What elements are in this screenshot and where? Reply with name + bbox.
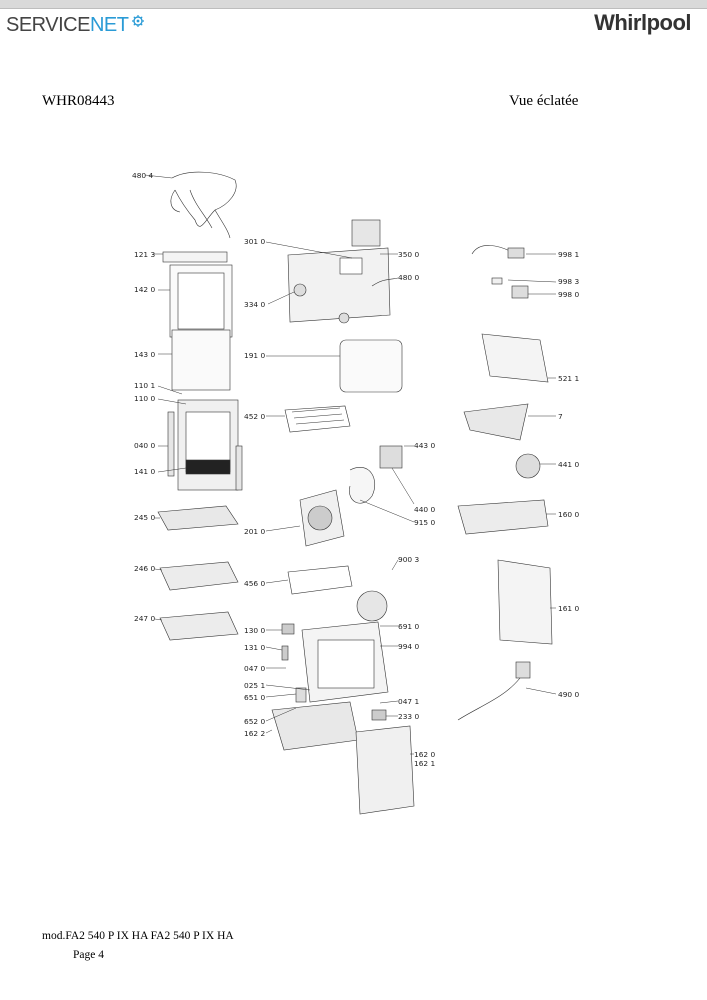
part-label: 452 0	[244, 412, 265, 421]
part-label: 998 0	[558, 290, 579, 299]
part-label: 443 0	[414, 441, 435, 450]
footer-model-line: mod.FA2 540 P IX HA FA2 540 P IX HA	[42, 930, 234, 942]
part-label: 201 0	[244, 527, 265, 536]
part-label: 191 0	[244, 351, 265, 360]
part-label: 350 0	[398, 250, 419, 259]
part-label: 121 3	[134, 250, 155, 259]
header-top-bar	[0, 0, 707, 8]
exploded-view-diagram: 480 4 301 0 350 0 480 0 334 0 121 3 142 …	[132, 171, 579, 815]
part-label: 143 0	[134, 350, 155, 359]
page-number: Page 4	[73, 949, 104, 961]
part-label: 142 0	[134, 285, 155, 294]
servicenet-logo-text-a: SERVICE	[6, 14, 90, 36]
part-label: 246 0	[134, 564, 155, 573]
part-label: 441 0	[558, 460, 579, 469]
part-label: 480 0	[398, 273, 419, 282]
part-label: 161 0	[558, 604, 579, 613]
part-label: 040 0	[134, 441, 155, 450]
part-label: 301 0	[244, 237, 265, 246]
part-label: 047 1	[398, 697, 419, 706]
gear-icon	[132, 15, 145, 27]
part-label: 998 3	[558, 277, 579, 286]
servicenet-logo-text-b: NET	[89, 14, 129, 36]
part-label: 480 4	[132, 171, 153, 180]
part-label: 141 0	[134, 467, 155, 476]
part-label: 162 1	[414, 759, 435, 768]
part-label: 162 0	[414, 750, 435, 759]
whirlpool-logo-text: Whirlpool	[594, 10, 691, 35]
part-label: 456 0	[244, 579, 265, 588]
part-label: 130 0	[244, 626, 265, 635]
part-label: 160 0	[558, 510, 579, 519]
part-label: 247 0	[134, 614, 155, 623]
part-label: 047 0	[244, 664, 265, 673]
part-label: 651 0	[244, 693, 265, 702]
whirlpool-logo: Whirlpool	[594, 10, 691, 36]
model-code: WHR08443	[42, 93, 115, 109]
part-label: 245 0	[134, 513, 155, 522]
part-label: 334 0	[244, 300, 265, 309]
part-label: 490 0	[558, 690, 579, 699]
part-label: 025 1	[244, 681, 265, 690]
part-label: 652 0	[244, 717, 265, 726]
view-title: Vue éclatée	[509, 93, 579, 109]
part-label: 998 1	[558, 250, 579, 259]
part-label: 110 1	[134, 381, 155, 390]
part-label: 7	[558, 412, 563, 421]
servicenet-logo: SERVICENET	[6, 14, 145, 37]
part-label: 915 0	[414, 518, 435, 527]
part-label: 162 2	[244, 729, 265, 738]
part-label: 440 0	[414, 505, 435, 514]
part-label: 994 0	[398, 642, 419, 651]
part-label: 521 1	[558, 374, 579, 383]
header-divider	[0, 8, 707, 9]
part-label: 110 0	[134, 394, 155, 403]
part-label: 131 0	[244, 643, 265, 652]
part-label: 691 0	[398, 622, 419, 631]
part-label: 233 0	[398, 712, 419, 721]
part-label: 900 3	[398, 555, 419, 564]
